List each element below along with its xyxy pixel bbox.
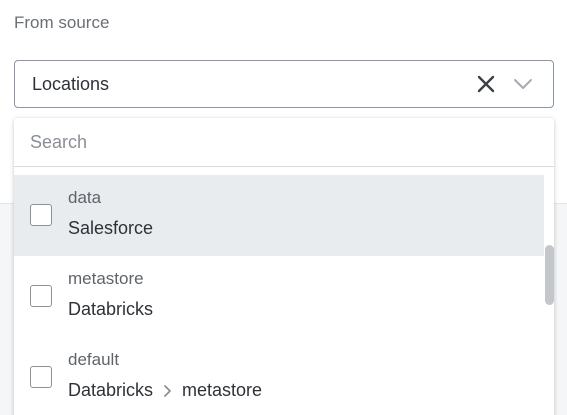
option-checkbox[interactable] xyxy=(30,366,52,388)
option-title: metastore xyxy=(68,269,144,288)
option-path: Databricks metastore xyxy=(68,380,262,401)
search-box xyxy=(14,118,554,167)
option-path: Databricks xyxy=(68,299,153,320)
scrollbar[interactable] xyxy=(544,175,554,415)
path-segment: metastore xyxy=(182,380,263,400)
option-data-salesforce[interactable]: data Salesforce xyxy=(14,175,544,256)
chevron-right-icon xyxy=(164,384,171,397)
path-segment: Databricks xyxy=(68,380,154,400)
search-input[interactable] xyxy=(14,118,554,166)
option-path: Salesforce xyxy=(68,218,153,239)
option-checkbox[interactable] xyxy=(30,204,52,226)
option-title: default xyxy=(68,350,120,369)
dropdown-menu: data Salesforce metastore Databricks def… xyxy=(14,118,554,415)
chevron-down-icon[interactable] xyxy=(513,76,533,92)
path-segment: Salesforce xyxy=(68,218,154,238)
field-label: From source xyxy=(14,13,110,32)
option-default-databricks-metastore[interactable]: default Databricks metastore xyxy=(14,337,544,415)
selected-value: Locations xyxy=(32,74,110,94)
path-segment: Databricks xyxy=(68,299,154,319)
option-checkbox[interactable] xyxy=(30,285,52,307)
source-select[interactable]: Locations xyxy=(14,60,554,108)
scrollbar-thumb[interactable] xyxy=(545,245,554,305)
option-metastore-databricks[interactable]: metastore Databricks xyxy=(14,256,544,337)
option-title: data xyxy=(68,188,102,207)
close-icon[interactable] xyxy=(476,74,496,94)
